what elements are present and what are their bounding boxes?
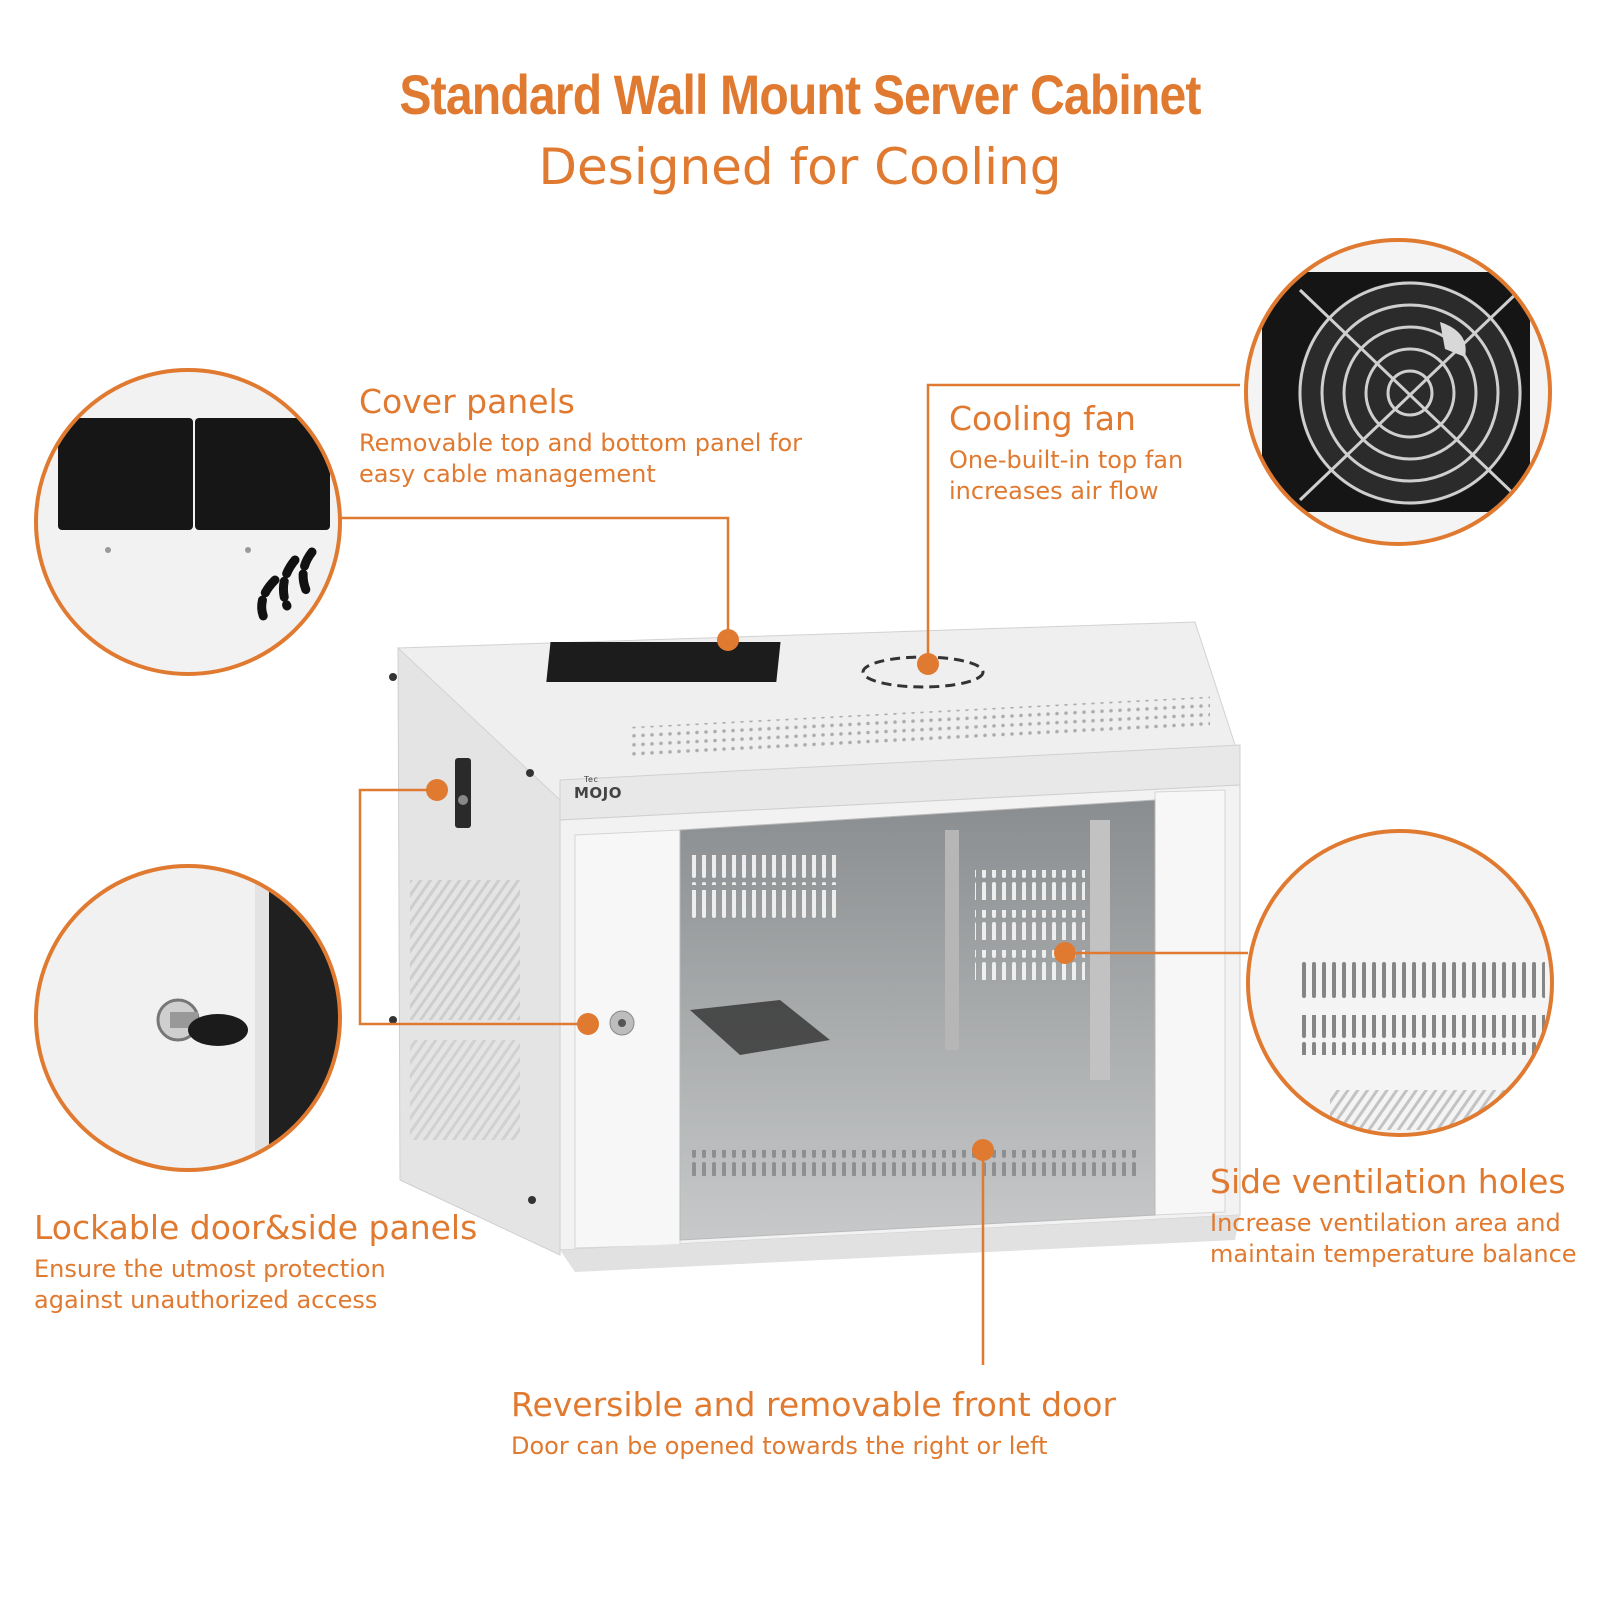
callout-line: One-built-in top fan bbox=[949, 446, 1184, 474]
callout-cooling-fan: Cooling fan One-built-in top fan increas… bbox=[949, 399, 1183, 507]
callout-line: Removable top and bottom panel for bbox=[359, 429, 803, 457]
callout-line: against unauthorized access bbox=[34, 1286, 378, 1314]
callout-line: Door can be opened towards the right or … bbox=[511, 1432, 1048, 1460]
key-lock-closeup-icon bbox=[34, 864, 342, 1172]
leader-lines bbox=[340, 383, 1248, 1365]
brand-logo: Tec MOJO bbox=[574, 775, 623, 803]
callout-title: Side ventilation holes bbox=[1210, 1162, 1566, 1201]
page-title: Standard Wall Mount Server Cabinet bbox=[399, 63, 1201, 126]
callout-title: Cooling fan bbox=[949, 399, 1136, 438]
callout-line: easy cable management bbox=[359, 460, 656, 488]
page-subtitle: Designed for Cooling bbox=[538, 138, 1062, 196]
callout-side-vent: Side ventilation holes Increase ventilat… bbox=[1210, 1162, 1577, 1270]
cooling-fan-closeup-icon bbox=[1244, 238, 1552, 546]
callout-lockable: Lockable door&side panels Ensure the utm… bbox=[34, 1208, 477, 1316]
callout-title: Cover panels bbox=[359, 382, 575, 421]
callout-line: increases air flow bbox=[949, 477, 1159, 505]
cover-panel-closeup-icon bbox=[34, 368, 342, 676]
cabinet-body bbox=[389, 621, 1241, 1272]
callout-title: Lockable door&side panels bbox=[34, 1208, 478, 1247]
vent-holes-closeup-icon bbox=[1246, 829, 1554, 1137]
top-cover-panel bbox=[546, 642, 781, 682]
callout-line: Increase ventilation area and bbox=[1210, 1209, 1561, 1237]
callout-front-door: Reversible and removable front door Door… bbox=[511, 1385, 1116, 1462]
callout-line: maintain temperature balance bbox=[1210, 1240, 1577, 1268]
callout-cover-panels: Cover panels Removable top and bottom pa… bbox=[359, 382, 802, 490]
callout-title: Reversible and removable front door bbox=[511, 1385, 1117, 1424]
callout-line: Ensure the utmost protection bbox=[34, 1255, 386, 1283]
anchor-dots bbox=[426, 629, 1076, 1161]
